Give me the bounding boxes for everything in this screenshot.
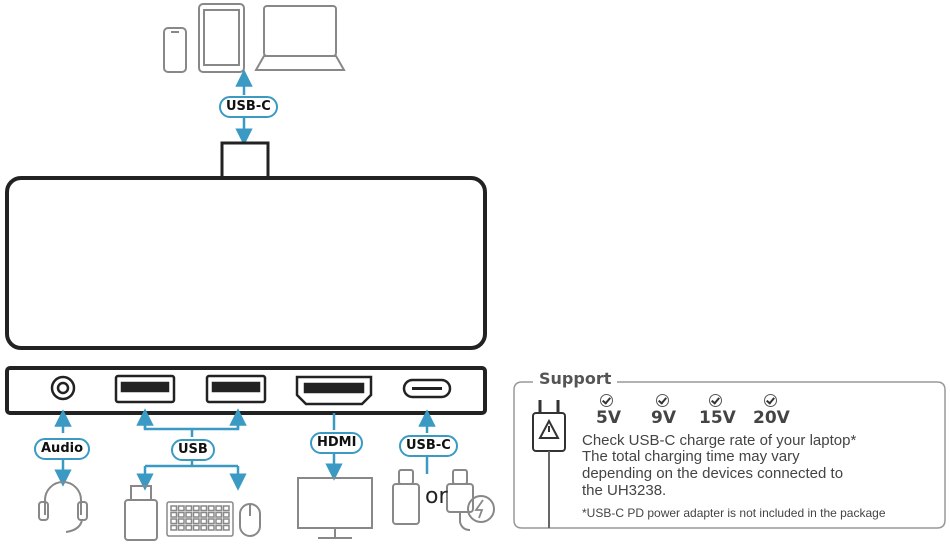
phone-icon [163,27,187,73]
voltage-15v: 15V [699,408,736,428]
keyboard-key [185,518,193,525]
keyboard-key [170,518,178,525]
keyboard-key [222,518,230,525]
support-footnote: *USB-C PD power adapter is not included … [582,506,886,520]
keyboard-key [200,505,208,512]
keyboard-key [215,505,223,512]
hub-body [5,176,487,350]
usb-port-1 [114,374,176,404]
keyboard-key [170,505,178,512]
hdmi-port [295,375,373,406]
wall-plug-icon [532,400,566,528]
check-icon [709,394,722,407]
keyboard-key [177,524,185,531]
keyboard-key [192,511,200,518]
support-frame [513,381,946,529]
check-icon [600,394,613,407]
keyboard-key [207,505,215,512]
hdmi-label: HDMI [310,432,364,454]
keyboard-key [200,518,208,525]
voltage-20v: 20V [753,408,790,428]
keyboard-key [222,505,230,512]
usb-drive-icon [124,485,158,541]
voltage-9v: 9V [651,408,676,428]
keyboard-key [222,524,230,531]
tablet-icon [198,3,245,73]
keyboard-key [207,511,215,518]
keyboard-key [185,511,193,518]
keyboard-key [222,511,230,518]
connection-arrows [54,408,436,491]
usbc-plug-icon [392,469,420,525]
keyboard-key [200,524,208,531]
support-note-line: The total charging time may vary [582,448,800,465]
keyboard-key [170,511,178,518]
keyboard-key [207,518,215,525]
power-adapter-icon [446,469,495,531]
check-icon [656,394,669,407]
audio-label: Audio [34,438,91,460]
usbc-power-label: USB-C [399,435,458,457]
keyboard-key [200,511,208,518]
keyboard-icon [166,501,234,537]
keyboard-key [170,524,178,531]
voltage-5v: 5V [596,408,621,428]
support-note-line: depending on the devices connected to [582,465,844,482]
audio-port [50,375,76,401]
keyboard-key [185,524,193,531]
keyboard-key [207,524,215,531]
usbc-top-label: USB-C [219,96,278,118]
keyboard-key [215,524,223,531]
usb-port-2 [205,374,267,404]
keyboard-key [215,518,223,525]
keyboard-key [185,505,193,512]
laptop-icon [254,5,346,71]
usb-label: USB [171,439,215,461]
keyboard-key [215,511,223,518]
keyboard-key [177,518,185,525]
support-note-line: the UH3238. [582,482,667,499]
monitor-icon [297,477,373,539]
keyboard-key [192,524,200,531]
support-title: Support [533,369,618,388]
hub-connector [220,141,270,181]
check-icon [764,394,777,407]
keyboard-key [192,505,200,512]
keyboard-key [177,505,185,512]
or-text: or [425,484,448,509]
usbc-port [402,378,452,399]
keyboard-key [177,511,185,518]
keyboard-key [192,518,200,525]
mouse-icon [239,503,261,537]
support-note-line: Check USB-C charge rate of your laptop* [582,432,857,449]
headset-icon [38,481,88,533]
